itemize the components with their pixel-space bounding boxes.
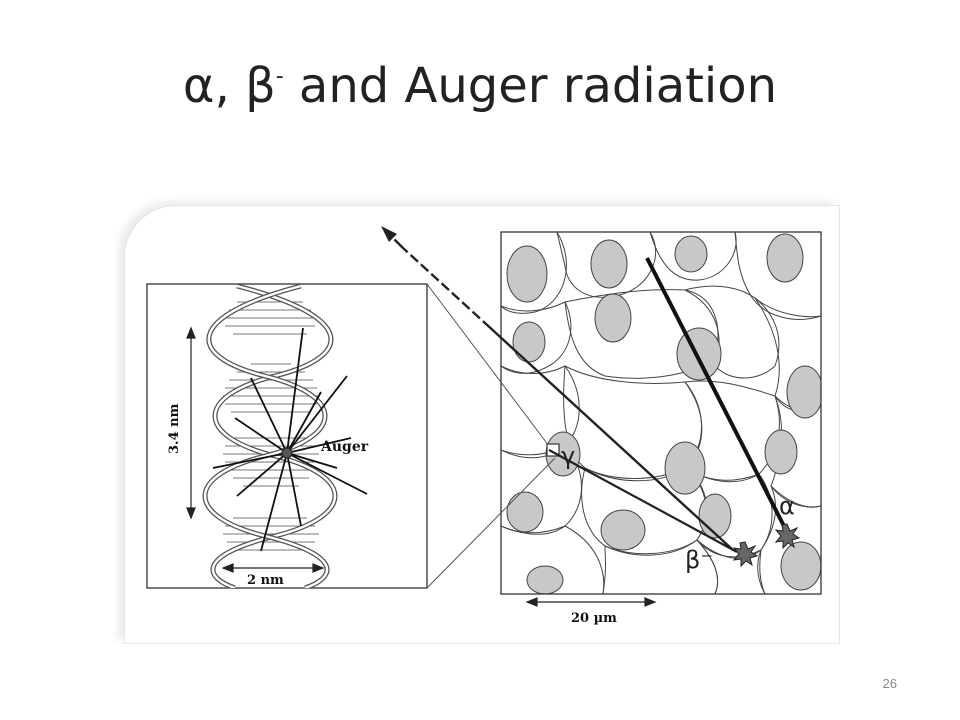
page-number: 26 [882, 676, 897, 691]
beta-track [548, 449, 738, 553]
slide-title: α, β- and Auger radiation [0, 58, 960, 114]
cell-panel-frame [500, 231, 822, 595]
beta-decay-burst [732, 541, 759, 568]
scale-bar-label: 20 µm [571, 611, 617, 626]
width-dimension-arrow [221, 563, 325, 573]
dna-helix [202, 284, 368, 588]
title-rest: and Auger radiation [283, 58, 778, 114]
cell-panel-background [501, 232, 821, 594]
auger-label: Auger [320, 439, 369, 455]
auger-decay-site [281, 447, 293, 459]
dna-width-label: 2 nm [247, 573, 284, 588]
alpha-track [645, 257, 789, 533]
dna-height-label: 3.4 nm [167, 403, 182, 454]
radiation-diagram: 3.4 nm 2 nm Auger [146, 226, 822, 626]
radiation-diagram-card: 3.4 nm 2 nm Auger [124, 205, 840, 644]
zoom-connector-lines [426, 283, 556, 589]
alpha-decay-burst [774, 523, 801, 550]
gamma-label: γ [561, 442, 575, 470]
scale-bar-arrow [525, 597, 657, 607]
title-main: α, β [182, 58, 276, 114]
title-superscript: - [275, 64, 284, 89]
beta-label: β⁻ [685, 546, 713, 574]
height-dimension-arrow [186, 326, 196, 520]
alpha-label: α [779, 492, 795, 520]
gamma-escape-arrow [381, 226, 734, 551]
auger-tracks [212, 327, 368, 552]
